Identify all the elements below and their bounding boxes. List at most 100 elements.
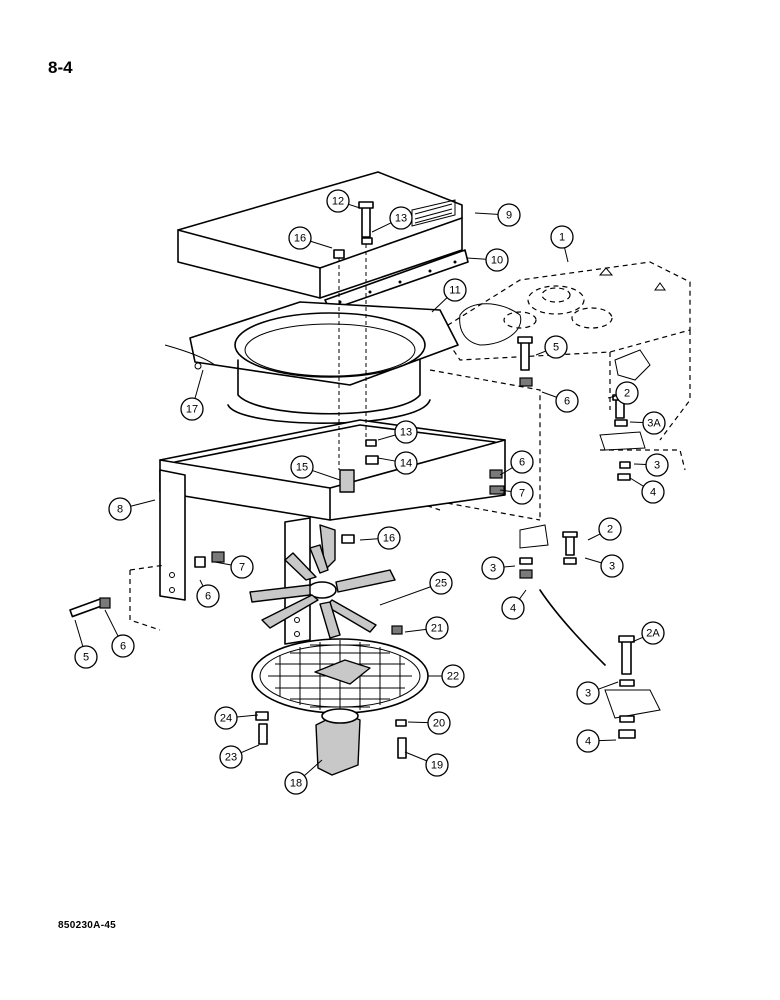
callout-circle	[394, 451, 418, 475]
callout-label: 2A	[646, 628, 660, 640]
callout-label: 21	[431, 623, 443, 635]
callout-circle	[219, 745, 243, 769]
leader-line	[503, 565, 516, 568]
callout-circle	[288, 226, 312, 250]
callout-label: 5	[553, 342, 559, 354]
callout-circle	[230, 555, 254, 579]
callout-circle	[394, 420, 418, 444]
leader-line	[74, 619, 84, 647]
callout-circle	[111, 634, 135, 658]
callout-2: 2	[607, 381, 639, 405]
callout-circle	[598, 517, 622, 541]
callout-label: 7	[519, 488, 525, 500]
leader-line	[629, 421, 644, 424]
callout-circle	[429, 571, 453, 595]
callout-label: 14	[400, 458, 412, 470]
callout-circle	[214, 706, 238, 730]
leader-line	[629, 477, 644, 487]
callout-16: 16	[288, 226, 333, 250]
leader-line	[407, 721, 429, 724]
callout-3: 3	[584, 554, 624, 578]
callout-16: 16	[359, 526, 401, 550]
leader-line	[466, 257, 487, 260]
callout-circle	[326, 189, 350, 213]
callout-3: 3	[576, 681, 619, 705]
engine-outline	[409, 261, 691, 521]
callout-label: 18	[290, 778, 302, 790]
callout-label: 3	[585, 688, 591, 700]
callout-5: 5	[74, 619, 98, 669]
callout-23: 23	[219, 744, 260, 769]
callout-label: 6	[120, 641, 126, 653]
callout-label: 13	[400, 427, 412, 439]
hydraulic-motor	[255, 708, 407, 776]
leader-line	[377, 457, 396, 462]
callout-label: 2	[624, 388, 630, 400]
callout-label: 20	[433, 718, 445, 730]
callout-7: 7	[214, 555, 254, 579]
callout-label: 15	[296, 462, 308, 474]
callout-circle	[642, 411, 666, 435]
callout-label: 1	[559, 232, 565, 244]
leader-line	[535, 350, 546, 356]
callout-21: 21	[404, 616, 449, 640]
callout-label: 5	[83, 652, 89, 664]
callout-circle	[576, 729, 600, 753]
callout-17: 17	[180, 369, 204, 421]
leader-line	[359, 538, 379, 541]
callout-label: 6	[564, 396, 570, 408]
leader-line	[240, 744, 260, 754]
leader-line	[474, 212, 499, 215]
leader-line	[312, 470, 341, 481]
callout-6: 6	[541, 389, 579, 413]
callout-circle	[196, 584, 220, 608]
callout-label: 6	[205, 591, 211, 603]
callout-label: 2	[607, 524, 613, 536]
callout-13: 13	[377, 420, 418, 444]
callout-10: 10	[466, 248, 509, 272]
leader-line	[348, 203, 361, 209]
callout-label: 4	[585, 736, 591, 748]
leader-line	[104, 609, 119, 637]
leader-line	[499, 467, 513, 476]
leader-line	[310, 240, 333, 249]
callout-label: 24	[220, 713, 232, 725]
callout-circle	[377, 526, 401, 550]
leader-line	[236, 714, 259, 718]
callout-circle	[600, 554, 624, 578]
callout-circle	[425, 616, 449, 640]
callout-label: 4	[510, 603, 516, 615]
leader-line	[404, 628, 427, 633]
callout-label: 3	[490, 563, 496, 575]
callout-circle	[443, 278, 467, 302]
callout-12: 12	[326, 189, 361, 213]
leader-line	[598, 681, 619, 690]
callout-circle	[555, 389, 579, 413]
callout-circle	[389, 206, 413, 230]
leader-line	[587, 533, 601, 541]
callout-circle	[180, 397, 204, 421]
leader-line	[431, 297, 448, 313]
fan-blade	[249, 524, 396, 639]
callout-circle	[544, 335, 568, 359]
callout-4: 4	[501, 589, 527, 620]
callout-22: 22	[428, 664, 465, 688]
leader-line	[584, 557, 602, 564]
callout-label: 16	[294, 233, 306, 245]
leader-line	[404, 751, 427, 762]
callout-14: 14	[377, 451, 418, 475]
callout-7: 7	[499, 481, 534, 505]
callout-3: 3	[633, 453, 669, 477]
callout-circle	[510, 481, 534, 505]
callout-6: 6	[104, 609, 135, 658]
leader-line	[598, 739, 617, 742]
mounting-frame	[129, 419, 506, 645]
callout-label: 8	[117, 504, 123, 516]
callout-circle	[74, 645, 98, 669]
leader-line	[199, 579, 204, 587]
callout-1: 1	[550, 225, 574, 263]
leader-line	[130, 499, 156, 507]
callout-label: 4	[650, 487, 656, 499]
callout-label: 3	[609, 561, 615, 573]
leader-line	[377, 434, 396, 441]
